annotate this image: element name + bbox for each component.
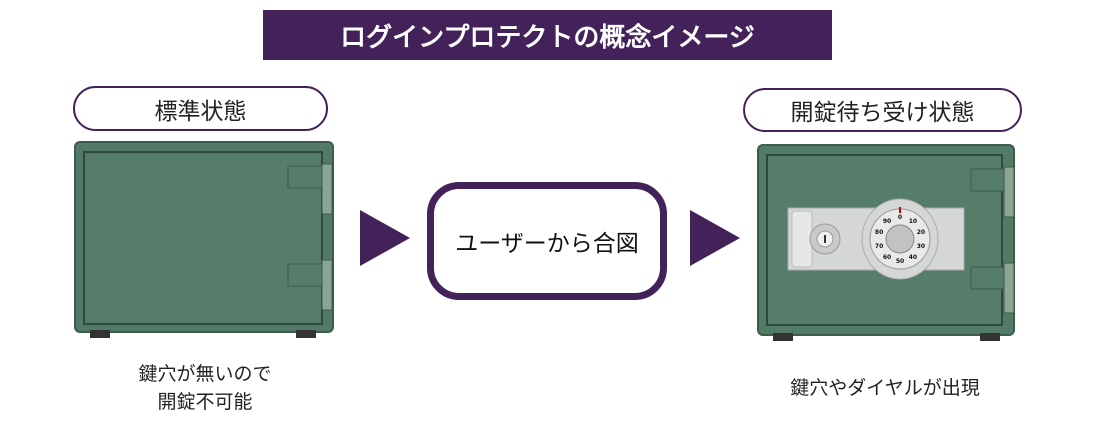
arrow-right-icon [360, 210, 410, 266]
dial-number: 80 [875, 229, 883, 236]
left-caption: 鍵穴が無いので 開錠不可能 [105, 360, 305, 416]
dial-number: 0 [898, 214, 902, 221]
dial-number: 40 [909, 254, 917, 261]
dial-number: 10 [909, 218, 917, 225]
closed-safe-icon [74, 141, 334, 338]
dial-number: 20 [917, 229, 925, 236]
left-caption-line1: 鍵穴が無いので [138, 363, 272, 385]
user-signal-box: ユーザーから合図 [427, 182, 667, 300]
dial-number: 50 [896, 258, 904, 265]
standard-state-label: 標準状態 [73, 86, 328, 131]
right-caption: 鍵穴やダイヤルが出現 [790, 377, 980, 399]
dial-number: 90 [883, 218, 891, 225]
dial-number: 30 [917, 243, 925, 250]
dial-number: 70 [875, 243, 883, 250]
diagram-title: ログインプロテクトの概念イメージ [263, 10, 832, 60]
arrow-right-icon [690, 210, 740, 266]
left-caption-line2: 開錠不可能 [157, 391, 253, 413]
dial-number: 60 [883, 254, 891, 261]
unlock-standby-label: 開錠待ち受け状態 [743, 88, 1022, 132]
